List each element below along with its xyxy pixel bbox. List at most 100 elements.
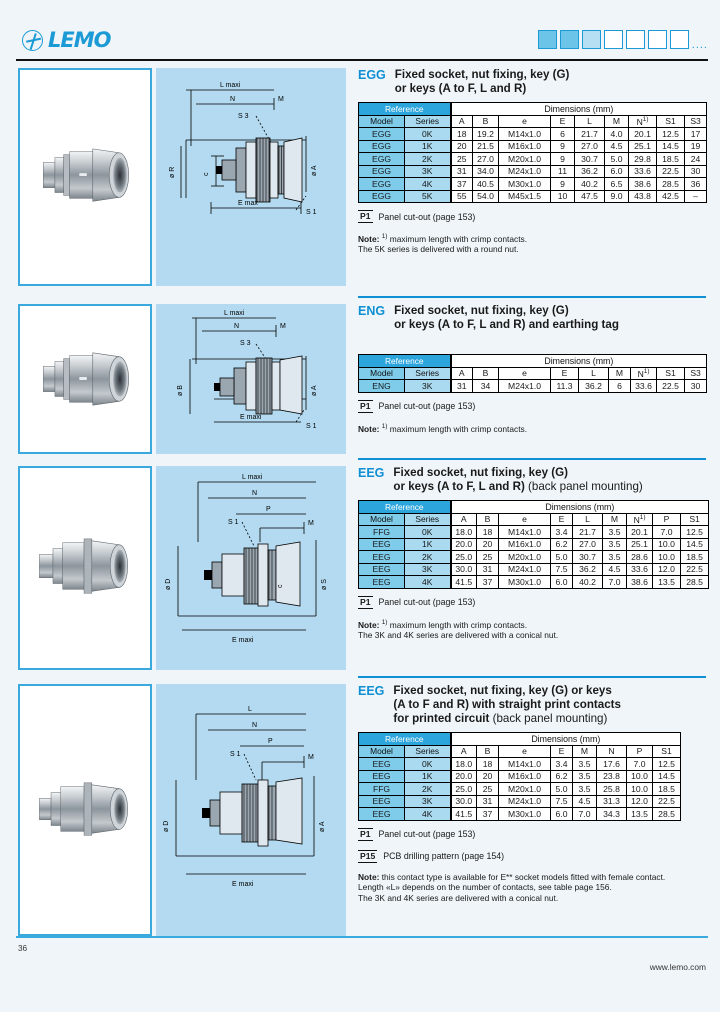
section-code: EEG — [358, 684, 385, 698]
col-s3: S3 — [684, 114, 708, 128]
svg-text:N: N — [252, 722, 257, 729]
connector-photo-icon — [43, 148, 129, 202]
col-model: Model — [358, 512, 405, 526]
cell-s1: 28.5 — [656, 177, 686, 191]
table-row: EGG 4K 37 40.5 M30x1.0 9 40.2 6.5 38.6 2… — [358, 177, 708, 191]
cell-e-lower: M30x1.0 — [498, 177, 552, 191]
svg-text:P: P — [266, 506, 271, 513]
cell-s1: 12.5 — [652, 757, 682, 771]
swatch-empty-4 — [669, 30, 689, 49]
product-photo-eng — [18, 304, 152, 454]
content-eeg: EEG Fixed socket, nut fixing, key (G) or… — [357, 466, 710, 640]
cell-l: 40.2 — [572, 575, 604, 589]
svg-text:ø B: ø B — [177, 385, 184, 396]
cell-l: 47.5 — [574, 189, 606, 203]
cell-n: 33.6 — [630, 379, 658, 393]
svg-text:c: c — [277, 584, 284, 588]
cell-e-upper: 6.0 — [550, 575, 574, 589]
cell-s3: 30 — [684, 164, 708, 178]
cell-s1: 14.5 — [680, 537, 710, 551]
cell-p: 7.0 — [652, 525, 682, 539]
swatch-filled-1 — [537, 30, 557, 49]
col-b: B — [476, 744, 500, 758]
section-title: Fixed socket, nut fixing, key (G) or key… — [395, 68, 570, 96]
content-egg: EGG Fixed socket, nut fixing, key (G) or… — [357, 68, 708, 255]
cell-model: EEG — [358, 537, 405, 551]
col-e-upper: E — [550, 366, 580, 380]
table-row: EGG 1K 20 21.5 M16x1.0 9 27.0 4.5 25.1 1… — [358, 139, 708, 153]
cell-series: 4K — [403, 807, 452, 821]
dimensions-table-eng: Reference Dimensions (mm) Model Series A… — [357, 354, 708, 393]
product-photo-eeg-pcb — [18, 684, 152, 936]
cell-model: EEG — [358, 794, 405, 808]
pbox-tag: P1 — [358, 399, 373, 413]
cell-n: 31.3 — [596, 794, 628, 808]
section-title-line2: or keys (A to F, L and R) and earthing t… — [394, 318, 619, 331]
svg-text:L: L — [248, 706, 252, 713]
connector-photo-icon — [43, 352, 129, 406]
notes-egg: Note: 1) maximum length with crimp conta… — [358, 232, 706, 255]
technical-drawing-eeg: L maxi N P S 1 M ø D ø S c E maxi — [156, 466, 346, 670]
pbox2-tag: P15 — [358, 849, 378, 863]
svg-text:M: M — [278, 96, 284, 103]
product-photo-eeg — [18, 466, 152, 670]
cell-model: FFG — [358, 525, 405, 539]
col-s3: S3 — [684, 366, 708, 380]
cell-model: EEG — [358, 769, 405, 783]
cell-l: 36.2 — [574, 164, 606, 178]
technical-drawing-egg: L maxi N S 3 M ø R c ø A E max S 1 — [156, 68, 346, 286]
cell-l: 27.0 — [572, 537, 604, 551]
cell-p: 10.0 — [652, 550, 682, 564]
section-title: Fixed socket, nut fixing, key (G) or key… — [394, 304, 619, 332]
cell-model: EGG — [358, 189, 405, 203]
cell-a: 55 — [449, 189, 474, 203]
cell-e-upper: 6.0 — [550, 807, 574, 821]
cell-e-upper: 6.2 — [550, 537, 574, 551]
section-title-line1: Fixed socket, nut fixing, key (G) or key… — [393, 684, 612, 697]
dimension-drawing-icon: L N P S 1 M ø D ø A E maxi — [163, 706, 326, 888]
cell-n: 43.8 — [628, 189, 658, 203]
cell-a: 37 — [449, 177, 474, 191]
swatch-filled-3 — [581, 30, 601, 49]
svg-text:S 1: S 1 — [306, 209, 317, 216]
pbox-label: Panel cut-out (page 153) — [378, 401, 476, 411]
svg-text:L maxi: L maxi — [224, 310, 245, 317]
cell-e-lower: M24x1.0 — [498, 794, 552, 808]
cell-s1: 22.5 — [652, 794, 682, 808]
section-title-line2: or keys (A to F, L and R) — [394, 82, 527, 95]
cell-p: 10.0 — [626, 782, 654, 796]
cell-p: 7.0 — [626, 757, 654, 771]
cell-n: 17.6 — [596, 757, 628, 771]
cell-a: 18.0 — [449, 525, 478, 539]
cell-a: 30.0 — [449, 794, 478, 808]
table-subheader-row: Model Series A B e E M N P S1 — [358, 744, 682, 758]
cell-e-lower: M24x1.0 — [498, 562, 552, 576]
cell-series: 1K — [403, 769, 452, 783]
pbox-label: Panel cut-out (page 153) — [378, 597, 476, 607]
section-code: EGG — [358, 68, 386, 82]
cell-l: 30.7 — [572, 550, 604, 564]
cell-b: 27.0 — [472, 152, 500, 166]
col-e-upper: E — [550, 512, 574, 526]
cell-series: 0K — [403, 757, 452, 771]
dimensions-table-eeg: Reference Dimensions (mm) Model Series A… — [357, 500, 710, 589]
cell-b: 54.0 — [472, 189, 500, 203]
cell-series: 0K — [403, 525, 452, 539]
table-body-eeg: FFG 0K 18.0 18 M14x1.0 3.4 21.7 3.5 20.1… — [358, 525, 710, 589]
swatch-empty-2 — [625, 30, 645, 49]
cell-n: 38.6 — [626, 575, 654, 589]
cell-n: 23.8 — [596, 769, 628, 783]
cell-l: 36.2 — [578, 379, 610, 393]
cell-b: 18 — [476, 757, 500, 771]
col-s1: S1 — [656, 114, 686, 128]
cell-model: EEG — [358, 807, 405, 821]
cell-a: 25.0 — [449, 782, 478, 796]
note-line: The 3K and 4K series are delivered with … — [358, 629, 559, 640]
cell-e-lower: M20x1.0 — [498, 782, 552, 796]
swatch-filled-2 — [559, 30, 579, 49]
cell-m: 3.5 — [602, 525, 628, 539]
note-line: Note: 1) maximum length with crimp conta… — [358, 422, 528, 434]
section-title-line2: (A to F and R) with straight print conta… — [393, 698, 621, 711]
pbox-label: Panel cut-out (page 153) — [378, 211, 476, 222]
svg-text:E maxi: E maxi — [232, 881, 254, 888]
